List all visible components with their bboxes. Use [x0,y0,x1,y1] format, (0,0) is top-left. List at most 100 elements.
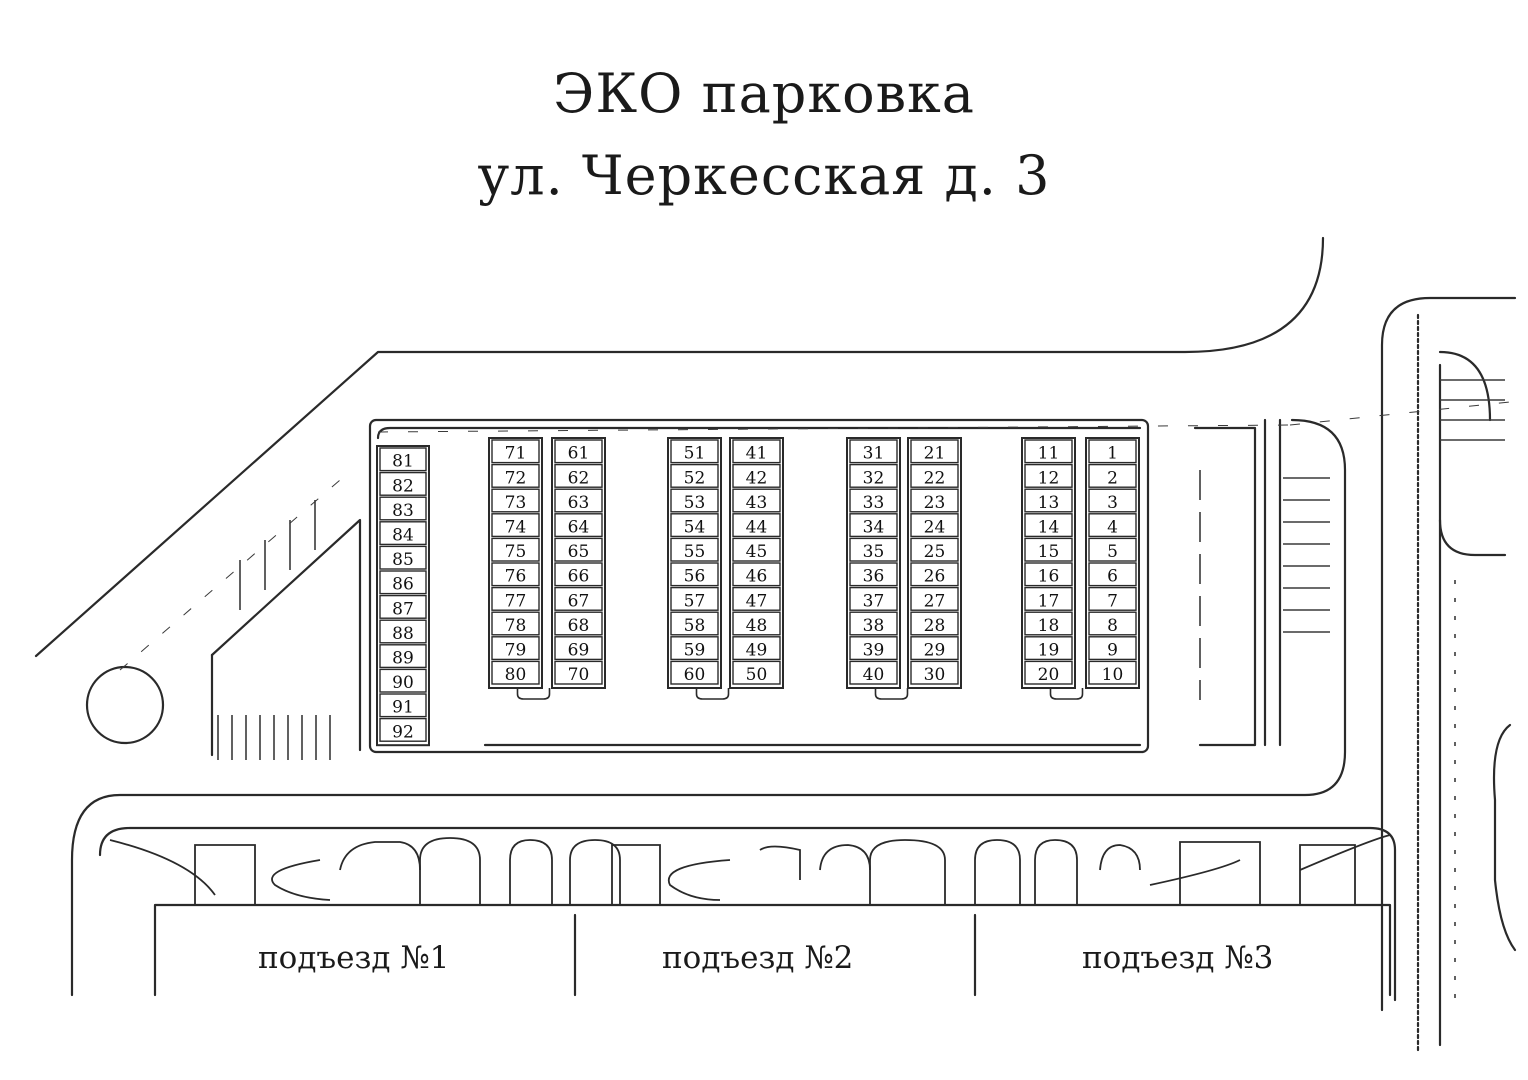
parking-spot [849,611,898,636]
parking-spot-number: 35 [863,542,885,562]
parking-spot-number: 69 [568,640,590,660]
parking-spot-number: 10 [1102,665,1124,685]
parking-spot [670,586,719,611]
parking-spot-number: 84 [392,525,414,545]
parking-spot-number: 3 [1107,493,1118,513]
parking-spot [379,570,427,595]
parking-spot-number: 25 [924,542,946,562]
parking-spot-number: 83 [392,501,414,521]
parking-spot [732,488,781,513]
parking-spot [1088,463,1137,488]
building-outline [153,903,1392,997]
entrance-3-label: подъезд №3 [1076,940,1280,976]
parking-spot [670,439,719,464]
parking-spot-number: 74 [505,517,527,537]
parking-spot [1024,439,1073,464]
parking-spot-number: 56 [684,567,706,587]
parking-spot-number: 5 [1107,542,1118,562]
parking-spot-number: 75 [505,542,527,562]
parking-spot [1024,660,1073,685]
parking-spot-number: 67 [568,591,590,611]
parking-spot-number: 53 [684,493,706,513]
front-road-edge [98,826,1397,1002]
inner-road-edge [70,418,1347,997]
parking-spot-number: 88 [392,624,414,644]
parking-spot-number: 8 [1107,616,1118,636]
parking-spot [554,463,603,488]
parking-spot-number: 58 [684,616,706,636]
parking-spot [670,660,719,685]
entrance-1-label: подъезд №1 [252,940,456,976]
parking-spot [1088,562,1137,587]
parking-spot [554,513,603,538]
parking-spot-number: 12 [1038,468,1060,488]
building-dividers [573,913,977,997]
parking-spot [849,562,898,587]
parking-spot-number: 6 [1107,567,1118,587]
parking-spot [1024,537,1073,562]
parking-spot [554,488,603,513]
road-outlines [34,236,1517,1052]
spot-column-frame [1021,437,1076,689]
parking-spot [1088,439,1137,464]
parking-spot [910,439,959,464]
parking-spot [379,496,427,521]
spot-bumper [874,688,909,700]
parking-spot-number: 1 [1107,444,1118,464]
parking-spot [670,562,719,587]
parking-spot [1024,611,1073,636]
entrance-2-label: подъезд №2 [656,940,860,976]
parking-spot-number: 11 [1038,444,1060,464]
parking-spot [379,471,427,496]
parking-spot [1024,562,1073,587]
parking-spot [910,463,959,488]
parking-spot [670,463,719,488]
parking-spot [732,660,781,685]
parking-spot-number: 44 [746,517,768,537]
parking-spot-number: 20 [1038,665,1060,685]
parking-spot-number: 65 [568,542,590,562]
parking-spot [491,463,540,488]
parking-spot-number: 85 [392,550,414,570]
parking-spot-number: 62 [568,468,590,488]
parking-spot-number: 39 [863,640,885,660]
parking-spot [910,537,959,562]
parking-spot-number: 86 [392,575,414,595]
parking-spot [1024,513,1073,538]
parking-spot [554,537,603,562]
spot-column-frame [551,437,606,689]
parking-spot [1088,611,1137,636]
parking-spot-number: 23 [924,493,946,513]
parking-spot [379,521,427,546]
parking-spot-number: 4 [1107,517,1118,537]
parking-spot [910,636,959,661]
right-curb [1492,723,1517,952]
parking-spot [849,660,898,685]
parking-spot-number: 68 [568,616,590,636]
parking-spot [732,586,781,611]
parking-spot-number: 60 [684,665,706,685]
parking-spot [849,488,898,513]
parking-spots: 1234567891011121314151617181920212223242… [376,437,1140,747]
parking-spot [670,488,719,513]
side-parking-stalls [119,379,1511,1000]
parking-spot [1088,513,1137,538]
parking-spot [491,439,540,464]
parking-spot [670,611,719,636]
parking-spot-number: 37 [863,591,885,611]
parking-spot [1088,660,1137,685]
parking-spot-number: 55 [684,542,706,562]
parking-spot-number: 77 [505,591,527,611]
parking-spot-number: 51 [684,444,706,464]
parking-spot-number: 64 [568,517,590,537]
parking-spot [554,611,603,636]
parking-spot [379,619,427,644]
parking-spot [849,636,898,661]
parking-spot-number: 59 [684,640,706,660]
parking-spot [849,513,898,538]
parking-spot [1024,636,1073,661]
parking-spot [1088,488,1137,513]
spot-column-frame [667,437,722,689]
parking-spot-number: 79 [505,640,527,660]
right-street-edge [1380,296,1517,1012]
